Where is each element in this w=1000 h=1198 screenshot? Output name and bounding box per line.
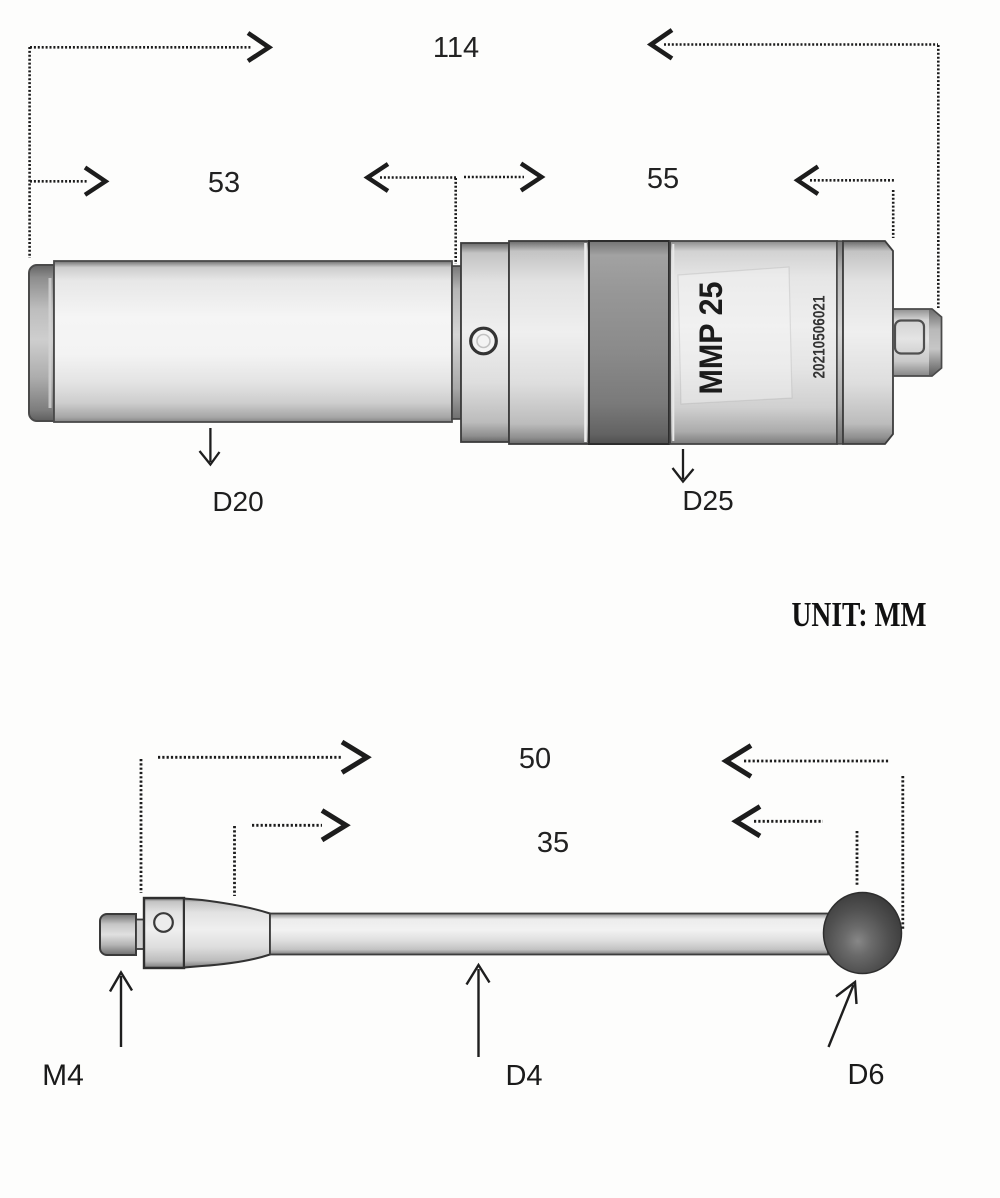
svg-text:55: 55 xyxy=(647,163,679,195)
svg-text:53: 53 xyxy=(208,167,240,199)
svg-text:20210506021: 20210506021 xyxy=(810,296,829,379)
svg-text:35: 35 xyxy=(537,827,569,859)
svg-text:D6: D6 xyxy=(847,1059,884,1091)
svg-text:D20: D20 xyxy=(212,486,263,517)
svg-text:114: 114 xyxy=(433,32,479,64)
svg-text:MMP 25: MMP 25 xyxy=(693,282,729,395)
svg-text:50: 50 xyxy=(519,743,551,775)
svg-text:M4: M4 xyxy=(42,1059,84,1092)
svg-text:D25: D25 xyxy=(682,485,733,516)
svg-text:D4: D4 xyxy=(505,1060,542,1092)
svg-text:UNIT: MM: UNIT: MM xyxy=(792,595,927,634)
